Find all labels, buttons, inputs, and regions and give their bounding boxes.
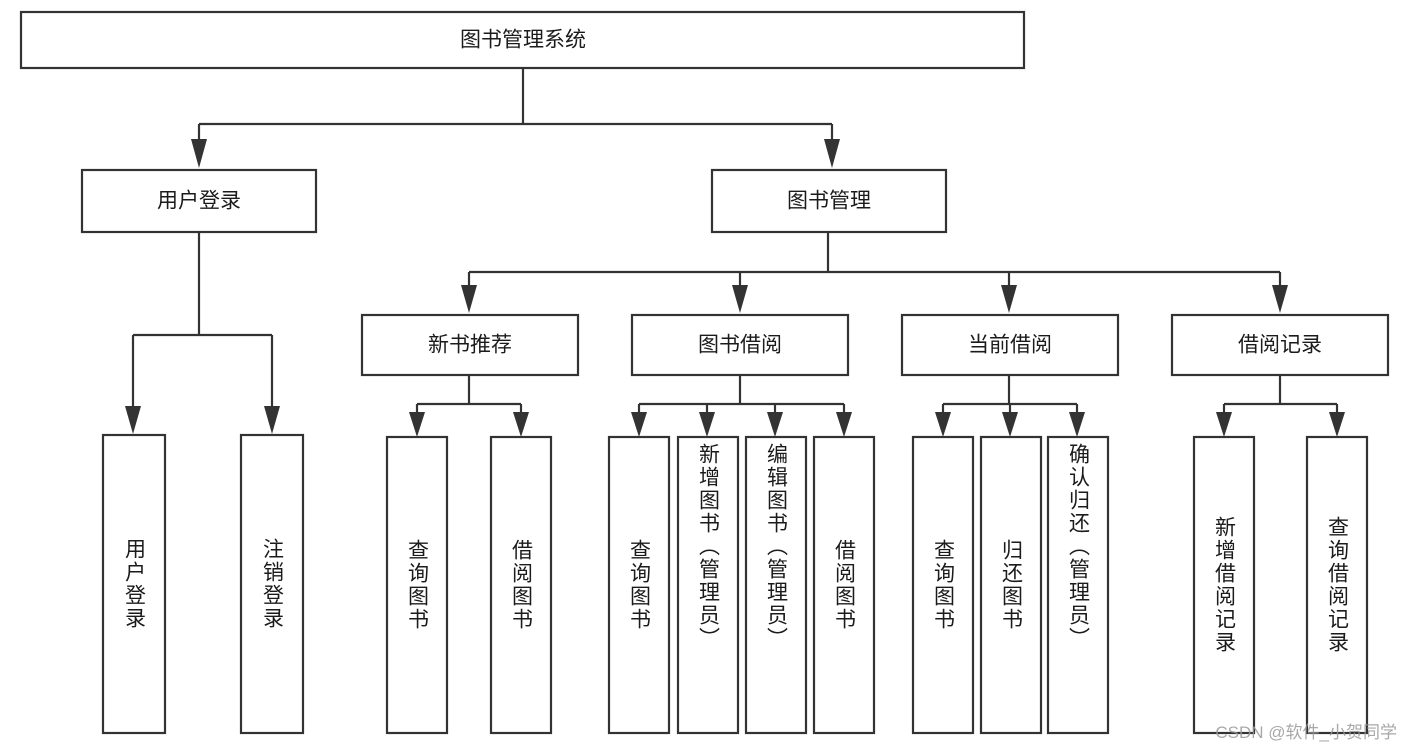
arrow-head-current-borrow (1001, 285, 1017, 313)
arrow-head-leaf-logout-login (264, 406, 280, 434)
watermark-text: CSDN @软件_小贺同学 (1215, 723, 1397, 742)
connector-layer (125, 68, 1345, 437)
arrow-head-leaf-borrow-book-1 (513, 412, 529, 437)
arrow-head-leaf-add-borrow-record (1216, 412, 1232, 437)
arrow-head-leaf-borrow-book-2 (836, 412, 852, 437)
arrow-head-leaf-add-book (699, 412, 715, 437)
arrow-head-book-borrow (732, 285, 748, 313)
node-book-borrow[interactable]: 图书借阅 (630, 313, 850, 377)
arrow-head-leaf-query-book-3 (935, 412, 951, 437)
node-book-borrow-label: 图书借阅 (698, 334, 782, 357)
arrow-head-book-management (824, 139, 840, 168)
node-leaf-return-book-box[interactable] (979, 435, 1043, 735)
node-leaf-logout-login-box[interactable] (239, 433, 305, 735)
node-leaf-query-book-3-box[interactable] (911, 435, 975, 735)
node-root-box[interactable] (19, 10, 1026, 70)
arrow-head-leaf-edit-book (767, 412, 783, 437)
node-leaf-borrow-book-1-box[interactable] (489, 435, 553, 735)
node-new-book-recommend-box[interactable] (360, 313, 580, 377)
node-leaf-query-book-1-box[interactable] (385, 435, 449, 735)
node-layer: 图书管理系统 用户登录 图书管理 新书推荐 图书借阅 (19, 10, 1390, 735)
arrow-head-user-login (191, 139, 207, 168)
node-current-borrow[interactable]: 当前借阅 (900, 313, 1120, 377)
node-new-book-recommend[interactable]: 新书推荐 (360, 313, 580, 377)
arrow-head-leaf-query-book-2 (631, 412, 647, 437)
arrow-head-leaf-query-book-1 (409, 412, 425, 437)
node-book-management-label: 图书管理 (787, 190, 871, 213)
node-borrow-record-label: 借阅记录 (1238, 334, 1322, 357)
node-leaf-confirm-return-box[interactable] (1046, 435, 1110, 735)
node-leaf-edit-book-box[interactable] (744, 435, 808, 735)
node-user-login[interactable]: 用户登录 (80, 168, 318, 234)
node-leaf-query-borrow-record-box[interactable] (1305, 435, 1369, 735)
node-borrow-record[interactable]: 借阅记录 (1170, 313, 1390, 377)
node-current-borrow-label: 当前借阅 (968, 334, 1052, 357)
node-user-login-box[interactable] (80, 168, 318, 234)
arrow-head-leaf-return-book (1002, 412, 1018, 437)
arrow-head-leaf-query-borrow-record (1329, 412, 1345, 437)
node-root[interactable]: 图书管理系统 (19, 10, 1026, 70)
node-leaf-borrow-book-2-box[interactable] (812, 435, 876, 735)
node-borrow-record-box[interactable] (1170, 313, 1390, 377)
node-leaf-add-borrow-record-box[interactable] (1192, 435, 1256, 735)
arrow-head-leaf-confirm-return (1069, 412, 1085, 437)
arrow-head-leaf-user-login (125, 406, 141, 434)
node-new-book-recommend-label: 新书推荐 (428, 334, 512, 357)
node-current-borrow-box[interactable] (900, 313, 1120, 377)
node-leaf-query-book-2-box[interactable] (607, 435, 671, 735)
arrow-head-new-book-recommend (461, 285, 477, 313)
node-leaf-user-login-box[interactable] (101, 433, 167, 735)
node-book-management[interactable]: 图书管理 (710, 168, 948, 234)
node-root-label: 图书管理系统 (460, 29, 586, 52)
arrow-head-borrow-record (1272, 285, 1288, 313)
node-book-management-box[interactable] (710, 168, 948, 234)
node-book-borrow-box[interactable] (630, 313, 850, 377)
node-user-login-label: 用户登录 (157, 190, 241, 213)
node-leaf-add-book-box[interactable] (676, 435, 740, 735)
